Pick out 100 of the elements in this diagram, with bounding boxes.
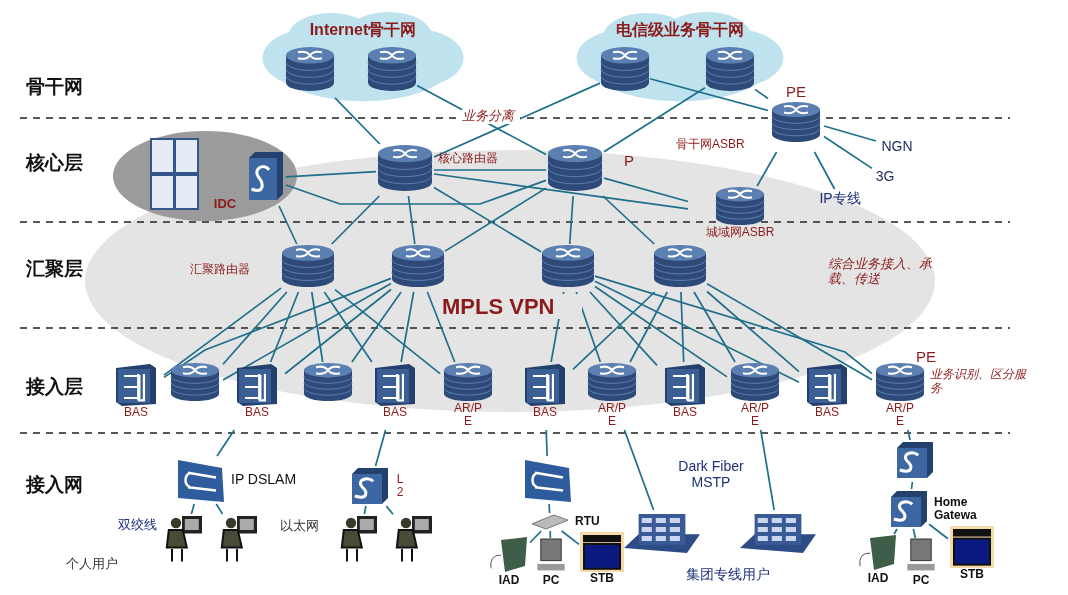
layer-label: 核心层	[26, 152, 84, 174]
network-link	[433, 82, 601, 158]
network-link	[629, 291, 669, 363]
device-label: STB	[960, 568, 984, 582]
network-link	[416, 84, 547, 156]
layer-label: 骨干网	[26, 76, 84, 98]
network-link	[545, 429, 548, 457]
device-label: BAS	[814, 406, 840, 420]
network-link	[407, 195, 416, 245]
annotation: 双绞线	[118, 518, 158, 533]
network-link	[910, 481, 914, 490]
network-link	[693, 291, 736, 363]
node-caption: P	[624, 152, 635, 170]
network-link	[602, 195, 656, 245]
network-link	[433, 186, 542, 253]
network-link	[363, 505, 367, 515]
device-label: BAS	[123, 406, 149, 420]
network-link	[568, 195, 574, 245]
network-link	[823, 135, 873, 170]
network-link	[560, 530, 580, 546]
network-link	[680, 291, 685, 363]
network-link	[589, 291, 658, 367]
network-link	[269, 291, 300, 363]
layer-label: 接入网	[26, 474, 84, 496]
annotation: 以太网	[280, 519, 320, 534]
network-link	[163, 277, 392, 379]
annotation: 业务分离	[462, 109, 520, 124]
network-link	[222, 291, 288, 366]
network-link	[912, 528, 917, 539]
network-link	[444, 187, 547, 252]
device-label: Home Gatewa	[934, 495, 978, 523]
device-label: IP专线	[819, 191, 861, 207]
device-label: L2	[395, 472, 405, 500]
network-link	[706, 282, 873, 381]
layer-label: 汇聚层	[26, 258, 84, 280]
device-label: BAS	[244, 406, 270, 420]
device-label: PC	[912, 574, 930, 588]
network-link	[754, 88, 769, 100]
layer-label: 接入层	[26, 376, 84, 398]
device-label: AR/PE	[597, 402, 627, 429]
device-label: NGN	[881, 139, 913, 155]
network-link	[649, 77, 769, 112]
device-label: RTU	[575, 515, 600, 529]
network-link	[433, 169, 547, 171]
network-link	[706, 290, 800, 373]
device-label: STB	[590, 572, 614, 586]
area-label: IDC	[212, 196, 238, 211]
device-label: 3G	[875, 169, 895, 185]
network-link	[756, 151, 778, 187]
network-link	[323, 291, 373, 363]
network-link	[893, 528, 898, 535]
network-link	[907, 429, 911, 441]
network-link	[285, 179, 547, 205]
device-label: IAD	[867, 572, 889, 586]
network-link	[222, 282, 392, 381]
device-label: BAS	[382, 406, 408, 420]
network-link	[572, 291, 656, 371]
network-link	[594, 275, 873, 375]
annotation: MPLS VPN	[442, 294, 582, 320]
network-link	[278, 205, 298, 245]
network-link	[575, 291, 602, 363]
network-link	[374, 429, 387, 467]
network-link	[823, 125, 877, 142]
device-label: IAD	[498, 574, 520, 588]
annotation: 综合业务接入、承载、传送	[828, 257, 933, 287]
network-link	[433, 173, 689, 210]
network-link	[284, 288, 392, 375]
network-link	[330, 195, 381, 245]
device-label: AR/PE	[740, 402, 770, 429]
network-link	[549, 530, 552, 539]
network-link	[310, 291, 324, 363]
node-caption: 汇聚路由器	[190, 263, 251, 277]
device-label: PE	[786, 84, 806, 101]
device-label: BAS	[532, 406, 558, 420]
node-caption: 骨干网ASBR	[676, 138, 746, 152]
node-caption: 核心路由器	[438, 152, 499, 166]
network-name: Internet骨干网	[308, 20, 418, 40]
network-link	[603, 86, 706, 153]
network-link	[426, 291, 456, 363]
network-link	[813, 151, 836, 190]
network-link	[529, 530, 543, 544]
network-link	[759, 429, 775, 511]
annotation: 个人用户	[66, 557, 119, 572]
node-caption: PE	[916, 348, 937, 366]
node-caption: 业务识别、区分服务	[930, 368, 1028, 396]
network-link	[400, 291, 415, 363]
network-link	[928, 523, 949, 540]
network-link	[594, 280, 800, 383]
device-label: AR/PE	[885, 402, 915, 429]
annotation: 集团专线用户	[686, 566, 771, 583]
network-name: 电信级业务骨干网	[615, 20, 745, 40]
network-link	[285, 170, 377, 178]
network-link	[385, 505, 394, 516]
network-link	[215, 503, 224, 515]
device-label: BAS	[672, 406, 698, 420]
network-link	[603, 177, 689, 203]
network-link	[548, 503, 551, 514]
network-link	[216, 429, 236, 457]
network-link	[334, 288, 441, 375]
network-link	[334, 96, 381, 145]
